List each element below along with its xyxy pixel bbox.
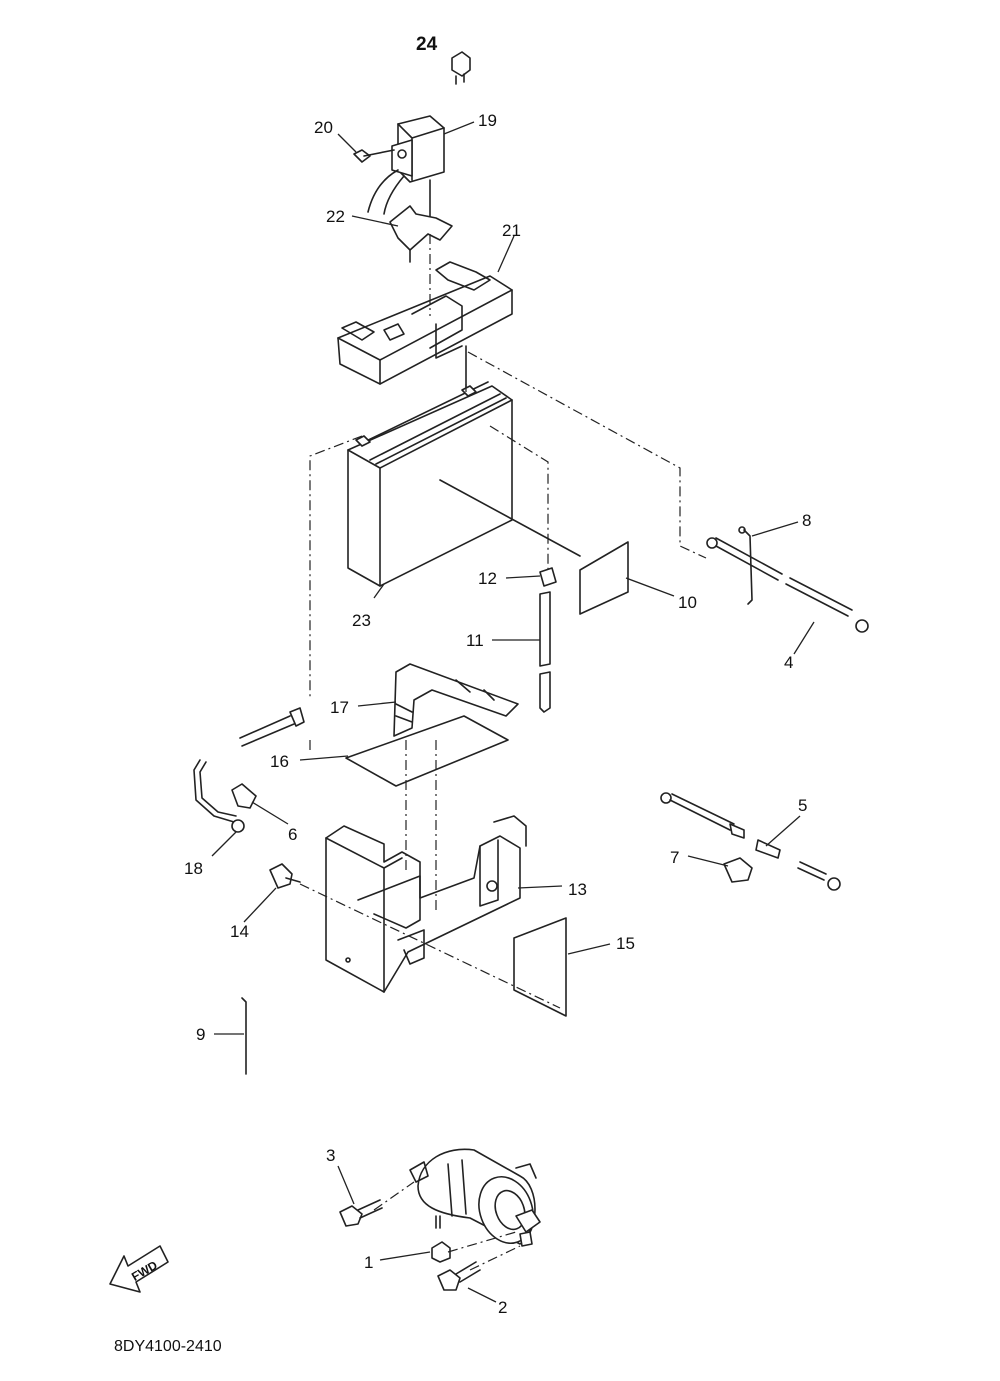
callout-17: 17 [330, 698, 349, 717]
label-part-10 [579, 541, 629, 615]
callout-10: 10 [678, 593, 697, 612]
negative-lead-part-4 [706, 537, 869, 633]
bracket-part-22 [389, 205, 453, 263]
bolt-part-2 [437, 1261, 481, 1291]
cable-tie-part-9 [241, 997, 247, 1075]
positive-lead-part-18 [193, 707, 305, 833]
battery-box-part-13 [325, 815, 527, 993]
callout-13: 13 [568, 880, 587, 899]
callout-8: 8 [802, 511, 811, 530]
fuse-part-24 [451, 51, 471, 85]
starter-motor [409, 1148, 541, 1247]
battery-part-23 [347, 381, 581, 587]
callout-22: 22 [326, 207, 345, 226]
callout-9: 9 [196, 1025, 205, 1044]
plate-part-15 [513, 917, 567, 1017]
callout-2: 2 [498, 1298, 507, 1317]
callout-20: 20 [314, 118, 333, 137]
callout-15: 15 [616, 934, 635, 953]
lead-part-5 [660, 792, 841, 891]
callout-labels: 24 19 20 22 21 8 12 10 23 11 4 17 16 5 6… [184, 34, 811, 1317]
callout-3: 3 [326, 1146, 335, 1165]
callout-23: 23 [352, 611, 371, 630]
callout-16: 16 [270, 752, 289, 771]
callout-11: 11 [466, 631, 484, 650]
callout-4: 4 [784, 653, 793, 672]
callout-5: 5 [798, 796, 807, 815]
callout-18: 18 [184, 859, 203, 878]
nut-part-1 [431, 1241, 451, 1263]
tube-joint-part-12 [539, 567, 557, 587]
callout-24: 24 [416, 34, 438, 55]
battery-band-part-17 [393, 663, 519, 737]
diagram-code: 8DY4100-2410 [114, 1338, 222, 1355]
callout-14: 14 [230, 922, 249, 941]
breather-tube-part-11 [539, 591, 551, 713]
cable-tie-part-8 [738, 526, 753, 605]
cover-part-6 [231, 783, 257, 809]
callout-21: 21 [502, 221, 521, 240]
forward-arrow-icon: FWD [109, 1245, 169, 1293]
callout-6: 6 [288, 825, 297, 844]
bolt-part-3 [339, 1199, 383, 1227]
callout-7: 7 [670, 848, 679, 867]
leader-lines [211, 121, 815, 1303]
bolt-part-20 [353, 149, 395, 163]
battery-cover-part-21 [337, 261, 513, 393]
battery-pad-part-16 [345, 715, 509, 787]
callout-12: 12 [478, 569, 497, 588]
assembly-lines [299, 234, 707, 1271]
callout-19: 19 [478, 111, 497, 130]
cover-part-7 [723, 857, 753, 883]
bolt-part-14 [269, 863, 301, 889]
callout-1: 1 [364, 1253, 373, 1272]
starter-relay-part-19 [367, 115, 445, 223]
